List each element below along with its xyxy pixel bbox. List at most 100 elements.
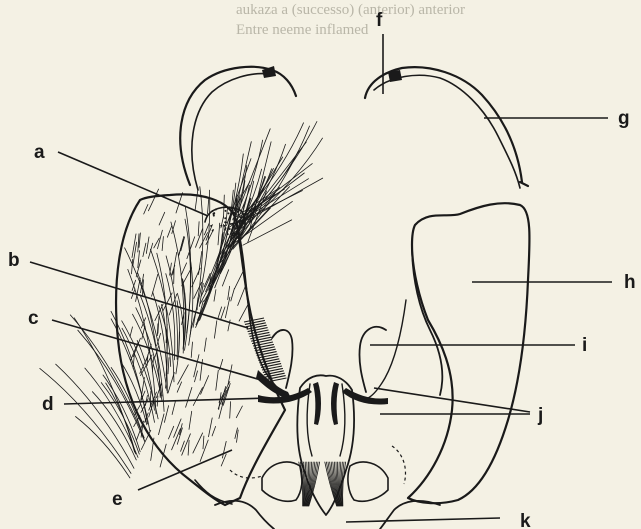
labels: a b c d e f g h i j k <box>8 10 636 529</box>
bottom-base-right <box>380 501 440 529</box>
short-seta <box>189 411 192 429</box>
leader-e <box>138 450 232 490</box>
label-a: a <box>34 142 45 163</box>
short-seta <box>148 243 152 258</box>
left-appendage <box>40 122 323 506</box>
label-c: c <box>28 308 39 329</box>
lower-left-plate <box>262 462 302 501</box>
short-seta <box>168 373 174 394</box>
short-seta <box>231 288 235 301</box>
left-setae <box>40 122 323 478</box>
short-seta <box>201 376 209 395</box>
cap-dot <box>228 212 230 214</box>
seta-hair <box>177 293 183 353</box>
short-seta <box>144 205 148 215</box>
short-seta <box>216 370 219 390</box>
short-seta <box>143 243 146 257</box>
left-hook-inner <box>192 74 268 190</box>
right-hook-outer <box>365 67 522 182</box>
upper-seta <box>241 173 304 222</box>
dashed-outline-right <box>392 446 406 484</box>
short-seta <box>181 263 187 275</box>
central-dark-core-left <box>313 382 321 425</box>
cap-dot <box>231 228 233 230</box>
cap-dot <box>234 207 236 209</box>
short-seta <box>138 234 139 252</box>
short-seta <box>141 399 148 413</box>
left-base-outline <box>195 480 232 504</box>
left-lobe-inner-ridge <box>236 220 282 392</box>
label-g: g <box>618 108 630 129</box>
label-h: h <box>624 272 636 293</box>
cap-dot <box>224 217 226 219</box>
short-seta <box>192 268 200 287</box>
short-seta <box>141 355 153 376</box>
short-seta <box>236 406 242 418</box>
short-seta <box>191 342 192 358</box>
seta-hair <box>137 340 154 410</box>
short-seta <box>230 402 231 419</box>
short-seta <box>159 414 165 435</box>
cap-dot <box>233 212 235 214</box>
leader-c <box>52 320 268 382</box>
short-seta <box>179 237 184 256</box>
cap-dot <box>225 210 227 212</box>
central-body-right-rib <box>340 384 345 456</box>
short-seta <box>200 440 208 462</box>
short-seta <box>239 305 248 321</box>
cap-dot <box>229 228 231 230</box>
short-seta <box>214 321 216 338</box>
cap-dot <box>234 219 236 221</box>
short-seta <box>168 358 169 374</box>
short-seta <box>169 426 174 439</box>
right-hook <box>365 67 528 188</box>
short-seta <box>193 388 202 406</box>
short-seta <box>222 270 228 286</box>
central-structures <box>215 327 440 529</box>
short-seta <box>203 436 204 449</box>
short-seta <box>159 212 165 225</box>
short-seta <box>150 391 151 406</box>
cap-dot <box>210 225 212 227</box>
seta-hair <box>74 318 134 452</box>
cap-dot <box>225 221 227 223</box>
short-seta <box>164 406 168 423</box>
cap-dot <box>234 233 236 235</box>
label-d: d <box>42 394 54 415</box>
short-seta <box>212 426 216 436</box>
short-seta <box>146 237 149 254</box>
right-hook-tail <box>520 182 528 186</box>
bleed-line-2: Entre neeme inflamed <box>236 22 369 38</box>
cap-dot <box>234 226 236 228</box>
seta-hair <box>101 383 139 455</box>
cap-dot <box>211 210 213 212</box>
right-hook-inner <box>374 75 520 188</box>
label-e: e <box>112 489 123 510</box>
short-seta <box>225 297 230 318</box>
short-seta <box>162 237 163 251</box>
leader-a <box>58 152 208 216</box>
cap-dot <box>212 230 214 232</box>
cap-dot <box>239 222 241 224</box>
short-seta <box>234 272 243 289</box>
cap-dot <box>227 233 229 235</box>
short-seta <box>218 307 222 319</box>
label-b: b <box>8 250 20 271</box>
short-seta <box>167 226 171 238</box>
short-seta <box>209 418 213 437</box>
right-appendage <box>368 203 530 503</box>
short-seta <box>195 188 198 211</box>
dashed-outline-left <box>230 470 262 478</box>
central-body-left-rib <box>307 384 312 456</box>
short-seta <box>193 433 203 453</box>
central-dark-core-right <box>331 382 339 425</box>
seta-hair <box>85 368 138 457</box>
short-seta <box>132 234 136 258</box>
cap-dot <box>241 225 243 227</box>
short-seta <box>197 298 198 310</box>
leader-k <box>346 518 500 522</box>
label-i: i <box>582 335 587 356</box>
short-seta <box>152 274 158 296</box>
short-seta <box>198 222 199 236</box>
